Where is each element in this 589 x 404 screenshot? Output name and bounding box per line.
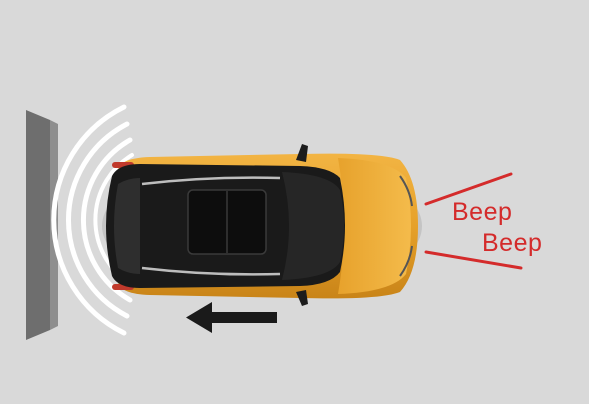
sound-line-bottom (424, 250, 523, 270)
car-hood (338, 158, 411, 294)
sensor-wave-3 (81, 137, 133, 303)
beep-label-2: Beep (482, 229, 543, 257)
wall (26, 110, 58, 340)
car-top-view-icon (102, 144, 422, 306)
sensor-wave-1 (51, 104, 127, 336)
roof-rail-top (141, 176, 281, 186)
alert-sound-lines-icon (424, 172, 523, 270)
headlight-bottom (399, 245, 413, 277)
sound-line-top (424, 172, 513, 206)
beep-label-1: Beep (452, 198, 513, 226)
mirror-left (296, 144, 308, 162)
rear-window (114, 178, 140, 274)
windshield (282, 172, 344, 280)
mirror-right (296, 290, 308, 306)
headlight-top (399, 175, 413, 207)
reverse-direction-arrow-icon (186, 302, 277, 333)
roof-rail-bottom (141, 266, 281, 276)
sensor-wave-2 (65, 121, 130, 319)
